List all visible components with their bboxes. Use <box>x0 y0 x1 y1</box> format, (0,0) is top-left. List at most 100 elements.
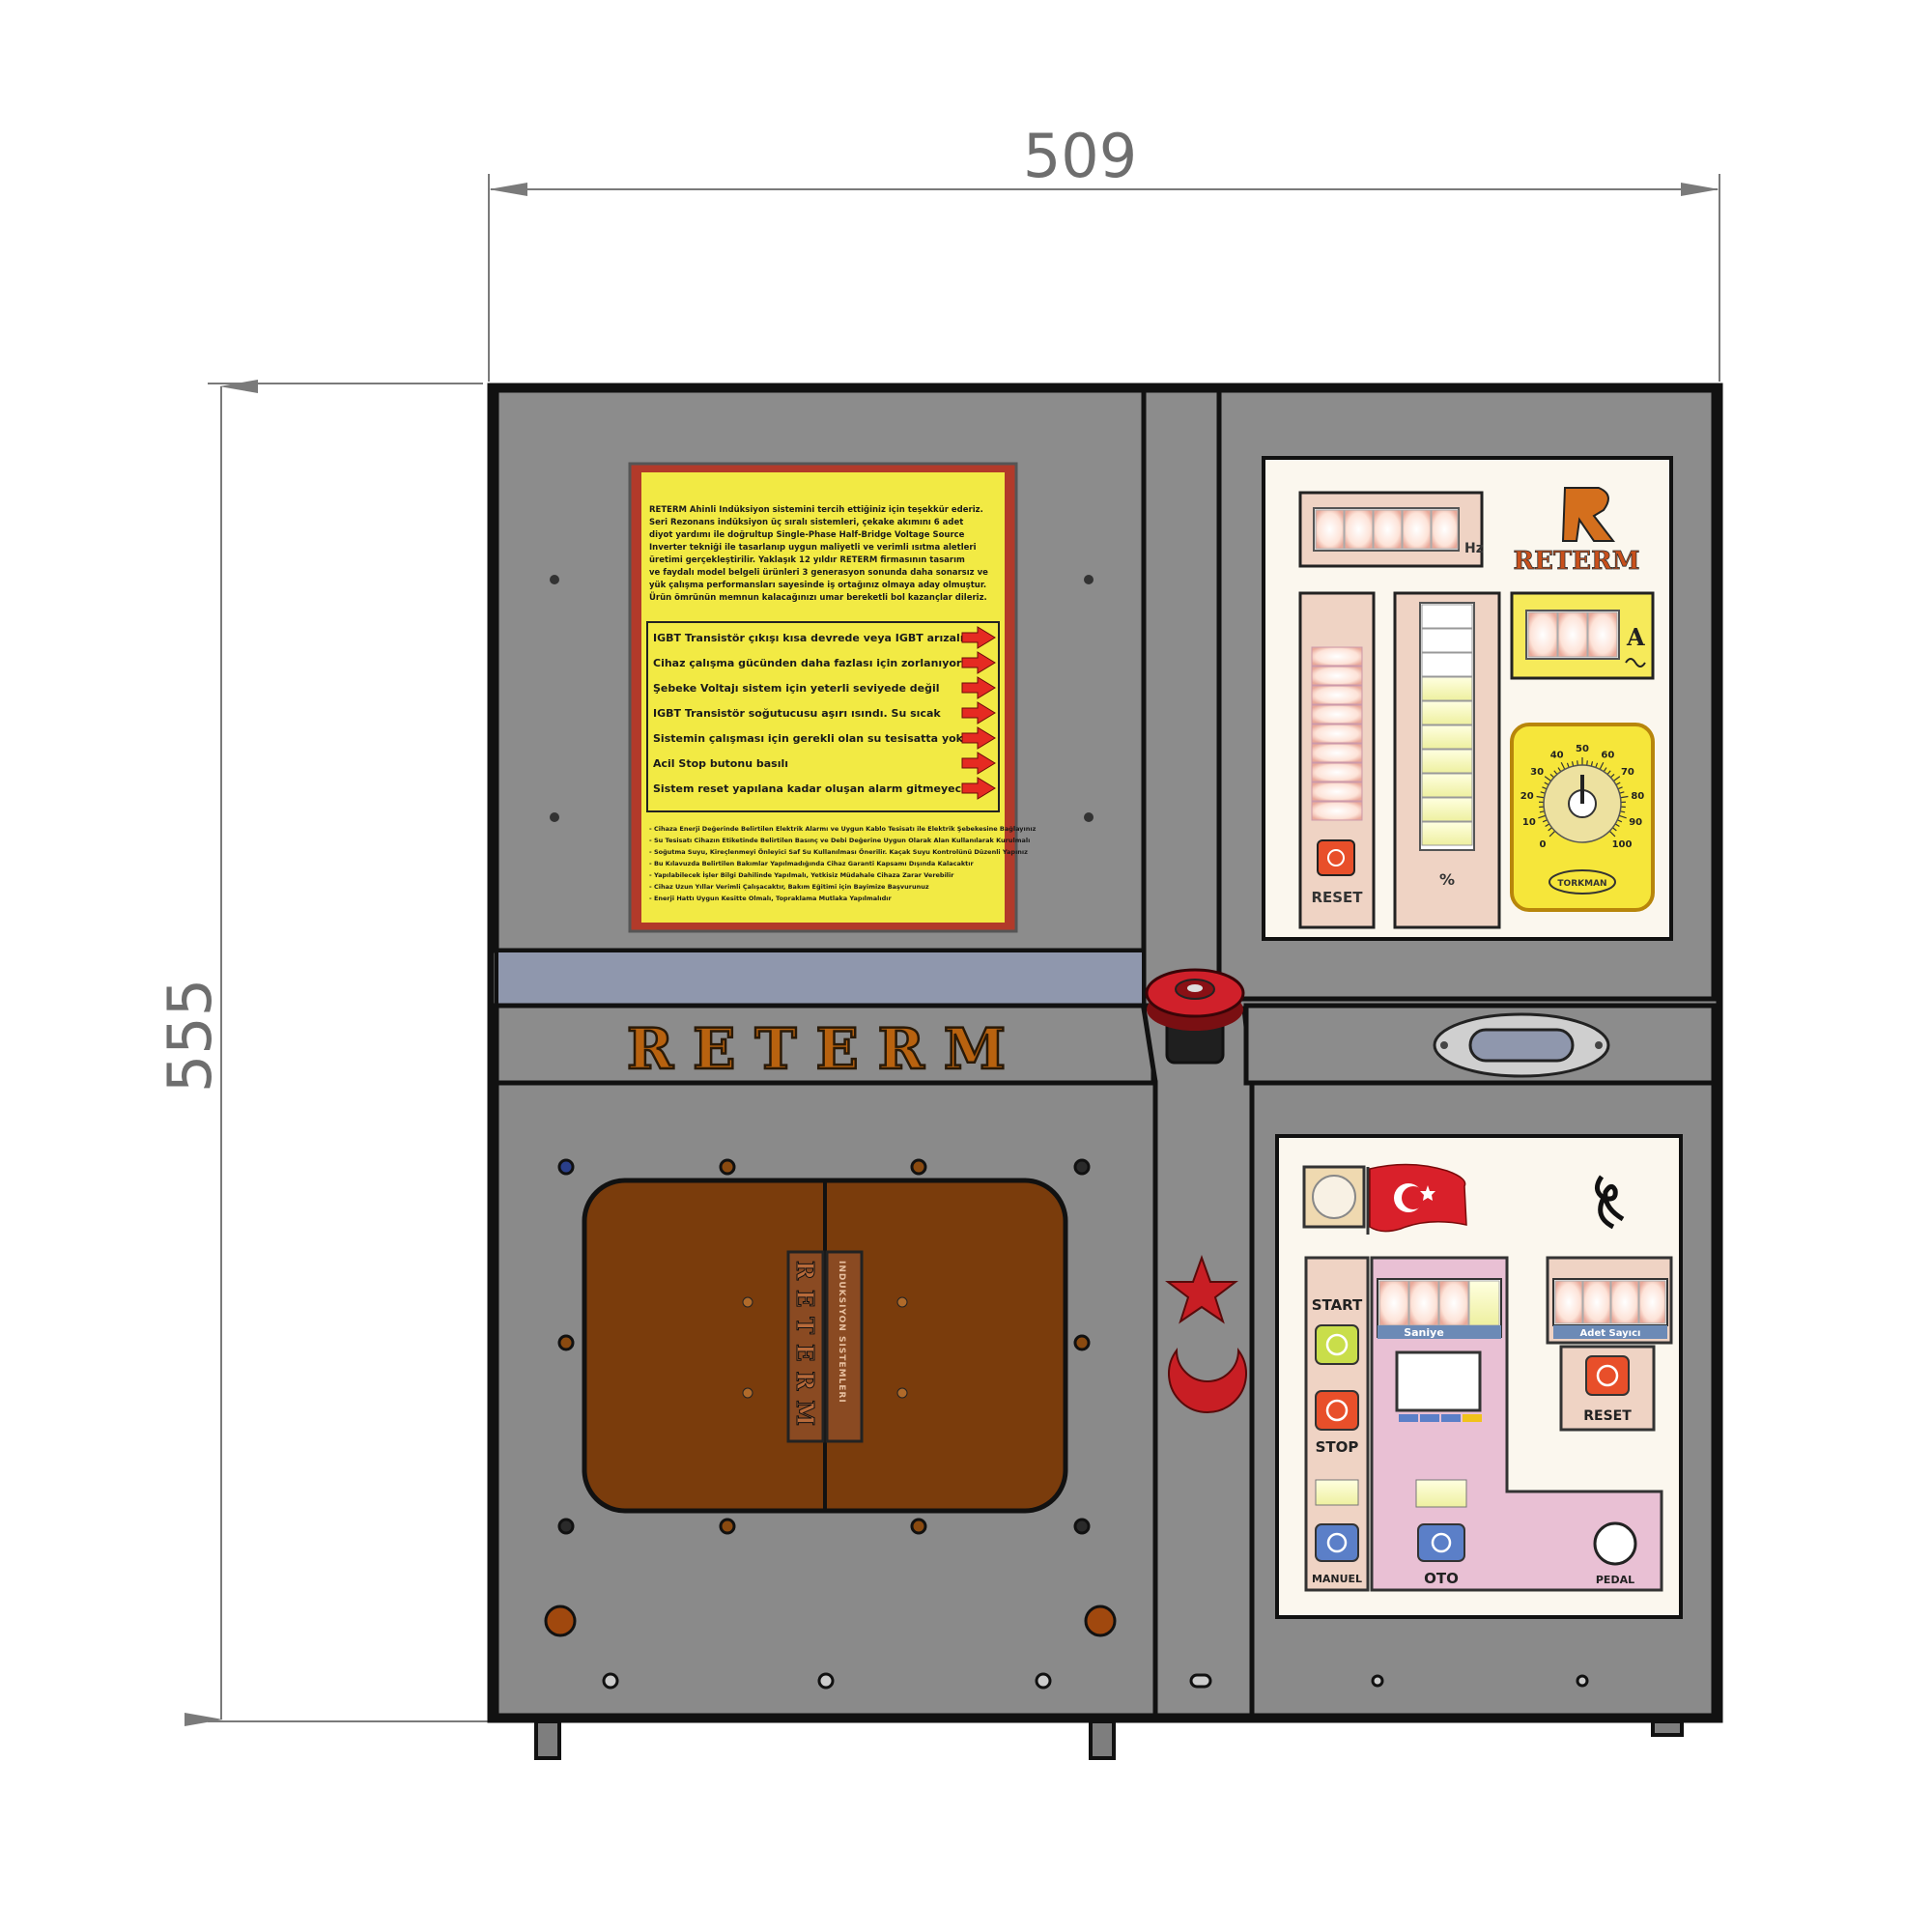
meter-reset-button[interactable] <box>1317 839 1355 876</box>
bar-led <box>1311 685 1363 705</box>
bar-led <box>1311 743 1363 763</box>
intro-line: üretimi gerçekleştirilir. Yaklaşık 12 yı… <box>649 555 965 565</box>
dial-tick-label: 20 <box>1520 791 1534 802</box>
current-display: A <box>1510 591 1655 680</box>
manuel-button[interactable] <box>1315 1523 1359 1562</box>
counter-reset-button[interactable] <box>1585 1355 1630 1396</box>
reterm-panel-logo: RETERM <box>1513 487 1640 576</box>
dial-tick <box>1606 770 1611 775</box>
saniye-label: Saniye <box>1404 1326 1444 1339</box>
dial-tick <box>1548 830 1556 838</box>
note-line: - Su Tesisatı Cihazın Etiketinde Belirti… <box>649 837 1030 844</box>
note-line: - Cihaz Uzun Yıllar Verimli Çalışacaktır… <box>649 883 929 891</box>
cabinet-bolts <box>550 575 1094 822</box>
percent-bar-meter: % <box>1393 591 1501 929</box>
stop-button[interactable] <box>1315 1390 1359 1431</box>
access-door[interactable]: RETERM INDUKSIYON SISTEMLERI <box>582 1178 1068 1514</box>
dial-tick <box>1609 774 1615 779</box>
dial-tick <box>1557 767 1562 773</box>
current-unit: A <box>1626 623 1645 651</box>
oto-label: OTO <box>1424 1570 1459 1587</box>
intro-line: ve faydalı model belgeli ürünleri 3 gene… <box>649 568 988 578</box>
door-side-text: INDUKSIYON SISTEMLERI <box>837 1261 846 1404</box>
top-deck-port <box>1433 1012 1610 1078</box>
dial-tick <box>1544 781 1549 785</box>
dial-tick-label: 30 <box>1530 767 1544 778</box>
dial-tick <box>1542 786 1548 790</box>
timer-display <box>1395 1350 1482 1412</box>
pedal-button[interactable] <box>1593 1521 1637 1566</box>
percent-unit: % <box>1439 870 1455 889</box>
dial-tick-label: 40 <box>1550 750 1564 760</box>
dial-tick <box>1560 761 1566 770</box>
dial-tick-label: 0 <box>1540 839 1547 850</box>
height-dimension-label: 555 <box>155 979 225 1093</box>
dial-tick <box>1577 760 1578 766</box>
percent-led <box>1421 676 1473 701</box>
door-handle-left[interactable] <box>786 1250 825 1443</box>
door-vertical-brand: RETERM <box>791 1261 819 1435</box>
meter-reset-label: RESET <box>1311 889 1363 906</box>
bar-led <box>1311 801 1363 821</box>
dial-tick <box>1617 786 1623 790</box>
start-label: START <box>1312 1296 1363 1314</box>
door-handle-right[interactable] <box>825 1250 864 1443</box>
dial-tick <box>1590 761 1594 767</box>
emergency-stop-button[interactable] <box>1145 968 1245 1065</box>
dial-tick-label: 60 <box>1601 750 1614 760</box>
note-line: - Enerji Hattı Uygun Kesitte Olmalı, Top… <box>649 895 893 902</box>
manuel-indicator <box>1315 1479 1359 1506</box>
turkish-flag-icon <box>1369 1163 1467 1233</box>
dial-brand: TORKMAN <box>1557 879 1606 889</box>
percent-led <box>1421 628 1473 653</box>
bar-led <box>1311 704 1363 724</box>
counter-reset-label: RESET <box>1583 1408 1632 1424</box>
dial-tick <box>1538 814 1547 819</box>
dial-tick <box>1540 791 1546 794</box>
alarm-list: IGBT Transistör çıkışı kısa devrede veya… <box>653 626 996 800</box>
percent-led <box>1421 652 1473 677</box>
percent-led <box>1421 821 1473 846</box>
alarm-arrow-icon <box>961 651 996 674</box>
front-brand-text: RETERM <box>627 1016 1025 1082</box>
dial-tick <box>1603 767 1607 773</box>
bar-led <box>1311 724 1363 744</box>
pedal-label: PEDAL <box>1596 1574 1634 1586</box>
star-crescent-emblem <box>1165 1255 1247 1413</box>
dial-tick-label: 80 <box>1631 791 1644 802</box>
alarm-item: Şebeke Voltajı sistem için yeterli seviy… <box>653 682 940 695</box>
warning-notes: - Cihaza Enerji Değerinde Belirtilen Ele… <box>649 825 1038 902</box>
calligraphy-icon <box>1595 1175 1625 1230</box>
manuel-label: MANUEL <box>1312 1573 1362 1585</box>
dimension-height: 555 <box>155 380 488 1726</box>
stop-label: STOP <box>1316 1438 1359 1456</box>
dial-tick <box>1586 760 1588 766</box>
control-panel: START STOP MANUEL Saniye OTO PEDAL <box>1275 1134 1683 1619</box>
dial-tick <box>1615 781 1621 785</box>
percent-led <box>1421 773 1473 798</box>
alarm-arrow-icon <box>961 701 996 724</box>
alarm-item: IGBT Transistör soğutucusu aşırı ısındı.… <box>653 707 941 720</box>
warning-sign: RETERM Ahinli Indüksiyon sistemini terci… <box>628 462 1038 933</box>
ac-wave-icon <box>1625 658 1646 668</box>
dial-tick <box>1613 776 1621 781</box>
percent-led <box>1421 724 1473 750</box>
percent-led <box>1421 604 1473 629</box>
bar-led <box>1311 762 1363 782</box>
alarm-arrow-icon <box>961 752 996 775</box>
percent-led <box>1421 797 1473 822</box>
bar-led <box>1311 781 1363 802</box>
dial-tick <box>1548 827 1552 832</box>
alarm-arrow-icon <box>961 777 996 800</box>
alarm-item: IGBT Transistör çıkışı kısa devrede veya… <box>653 632 964 644</box>
start-button[interactable] <box>1315 1324 1359 1365</box>
power-bar-meter: RESET <box>1298 591 1376 929</box>
dial-tick <box>1595 762 1599 768</box>
dial-tick <box>1544 776 1551 781</box>
intro-line: Inverter tekniği ile tasarlanıp uygun ma… <box>649 543 977 553</box>
oto-button[interactable] <box>1417 1523 1465 1562</box>
alarm-item: Cihaz çalışma gücünden daha fazlası için… <box>653 657 962 669</box>
dial-tick-label: 50 <box>1576 744 1589 754</box>
